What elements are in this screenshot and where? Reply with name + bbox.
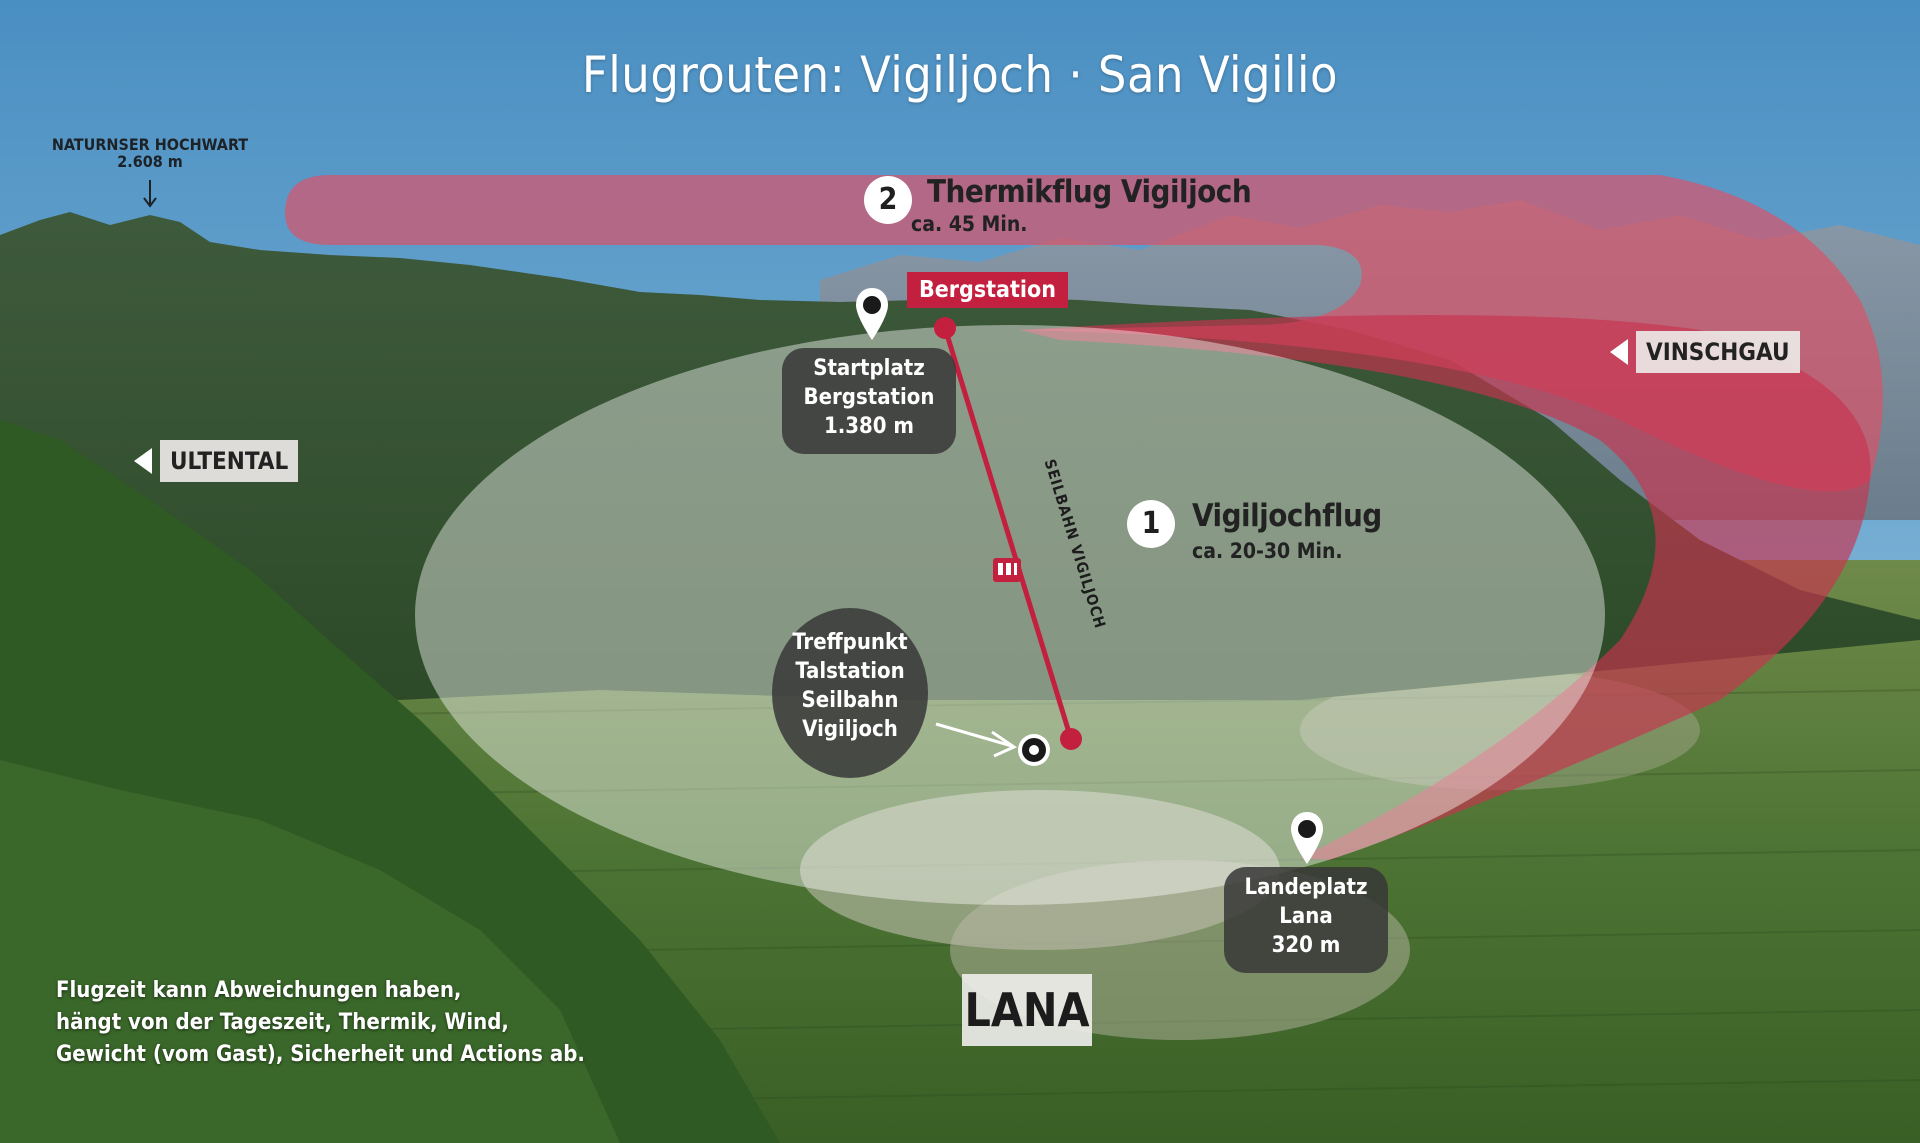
landing-line2: Lana [1279,904,1333,929]
cable-car-line [942,327,1074,740]
start-line1: Startplatz [813,356,925,381]
route-2-area [285,175,1883,492]
landing-line3: 320 m [1271,933,1341,958]
flight-time-note: Flugzeit kann Abweichungen haben, hängt … [56,975,585,1071]
route-1-area [415,325,1605,905]
start-pin-icon [856,288,888,340]
note-line1: Flugzeit kann Abweichungen haben, [56,978,462,1003]
route-2-number: 2 [864,176,912,224]
landing-line1: Landeplatz [1244,875,1368,900]
bergstation-label: Bergstation [907,272,1068,308]
note-line2: hängt von der Tageszeit, Thermik, Wind, [56,1010,509,1035]
vinschgau-marker: VINSCHGAU [1610,331,1800,373]
meeting-box: Treffpunkt Talstation Seilbahn Vigiljoch [772,608,928,778]
peak-label: NATURNSER HOCHWART 2.608 m [20,136,280,170]
meeting-line4: Vigiljoch [802,717,898,742]
ultental-marker: ULTENTAL [134,440,299,482]
landing-box: Landeplatz Lana 320 m [1224,867,1388,973]
start-box: Startplatz Bergstation 1.380 m [782,348,956,454]
peak-name: NATURNSER HOCHWART [51,135,249,154]
mountain-ridge [0,212,1920,720]
vinschgau-label: VINSCHGAU [1636,331,1800,373]
arrow-left-icon [1610,339,1628,365]
route-2-loop [1020,315,1871,860]
note-line3: Gewicht (vom Gast), Sicherheit und Actio… [56,1042,585,1067]
meeting-line1: Treffpunkt [792,630,908,655]
arrow-left-icon [134,448,152,474]
route-1-number: 1 [1127,500,1175,548]
start-line2: Bergstation [803,385,935,410]
cable-bottom-dot [1060,728,1082,750]
landing-pin-icon [1291,812,1323,864]
cable-top-dot [934,317,956,339]
start-line3: 1.380 m [823,414,915,439]
arrow-icon [935,722,1018,758]
route-1-duration: ca. 20-30 Min. [1192,539,1343,563]
peak-elevation: 2.608 m [117,152,183,171]
lana-label: LANA [962,974,1092,1046]
page-title: Flugrouten: Vigiljoch · San Vigilio [581,46,1339,104]
ultental-label: ULTENTAL [160,440,299,482]
gondola-icon [993,558,1021,582]
town-lana [800,790,1280,950]
route-2-name: Thermikflug Vigiljoch [927,174,1252,210]
peak-marker-icon [143,180,157,208]
meeting-line2: Talstation [795,659,905,684]
route-2-duration: ca. 45 Min. [911,212,1028,236]
meeting-line3: Seilbahn [801,688,899,713]
route-1-name: Vigiljochflug [1192,498,1382,534]
